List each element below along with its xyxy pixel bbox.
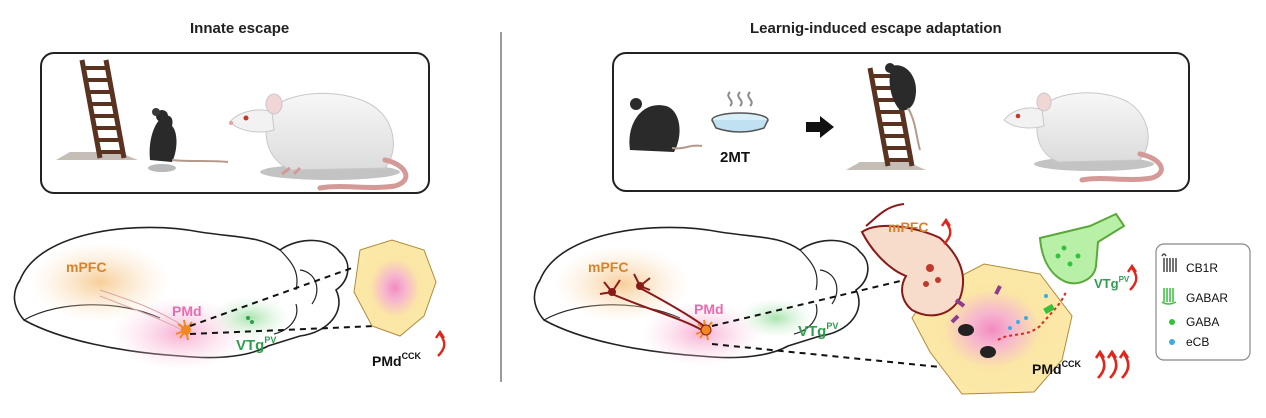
vtg-label-sup: PV [264, 335, 276, 345]
gabar-icon [1161, 288, 1177, 305]
pmd-cell-label-main: PMd [1032, 361, 1062, 377]
vtg-label-main: VTg [798, 323, 826, 340]
mpfc-label: mPFC [588, 259, 628, 275]
mpfc-terminal-label: mPFC [888, 219, 928, 235]
odor-dish-icon [711, 91, 769, 133]
right-arrow-icon [806, 116, 834, 138]
pmd-cell-label-sup: CCK [1062, 359, 1082, 369]
increase-arrow-icon [1127, 263, 1138, 291]
pmd-label: PMd [172, 303, 202, 319]
mouse-icon [148, 108, 229, 172]
legend-box [1155, 243, 1251, 361]
increase-arrow-icon [435, 329, 446, 357]
mpfc-terminal-icon [860, 203, 965, 317]
legend: CB1R GABAR GABA eCB [1155, 243, 1251, 361]
vtg-region [738, 298, 814, 338]
rat-icon [229, 92, 409, 191]
panel-divider [500, 32, 502, 382]
legend-ecb: eCB [1186, 335, 1209, 349]
mpfc-neurons-icon [599, 273, 705, 331]
legend-cb1r: CB1R [1186, 261, 1218, 275]
vtg-label-main: VTg [236, 337, 264, 354]
vtg-terminal-icon [1038, 212, 1126, 285]
legend-gaba: GABA [1186, 315, 1219, 329]
rat-icon [1003, 92, 1164, 183]
legend-gabar: GABAR [1186, 291, 1228, 305]
vtg-terminal-label: VTgPV [1094, 275, 1130, 291]
vtg-label-sup: PV [826, 321, 838, 331]
strong-increase-arrows-icon [1094, 349, 1130, 379]
vtg-terminal-label-main: VTg [1094, 276, 1119, 291]
mpfc-region [554, 246, 690, 322]
pmd-cell-label-sup: CCK [402, 351, 422, 361]
ladder-icon [56, 59, 138, 160]
pmd-cell-label-main: PMd [372, 353, 402, 369]
pmd-cell-icon [353, 239, 437, 337]
mpfc-label: mPFC [66, 259, 106, 275]
vtg-terminal-label-sup: PV [1119, 275, 1130, 284]
pmd-neuron-icon [175, 319, 193, 341]
increase-arrow-icon [941, 217, 952, 245]
gaba-dot-icon [1169, 319, 1175, 325]
synapse-molecules-icon [950, 285, 1067, 358]
left-panel-title: Innate escape [190, 20, 290, 37]
mouse-icon [885, 63, 921, 151]
vtg-label: VTgPV [236, 335, 276, 354]
pmd-label: PMd [694, 301, 724, 317]
ecb-dot-icon [1169, 339, 1175, 345]
pmd-cell-label: PMdCCK [372, 351, 422, 369]
cb1r-icon [1161, 253, 1177, 272]
right-panel-title: Learnig-induced escape adaptation [750, 20, 1002, 37]
vtg-label: VTgPV [798, 321, 838, 340]
pmd-cell-label: PMdCCK [1032, 359, 1082, 377]
stimulus-label: 2MT [720, 149, 750, 166]
pmd-neuron-icon [695, 319, 713, 341]
mouse-icon [629, 98, 703, 152]
